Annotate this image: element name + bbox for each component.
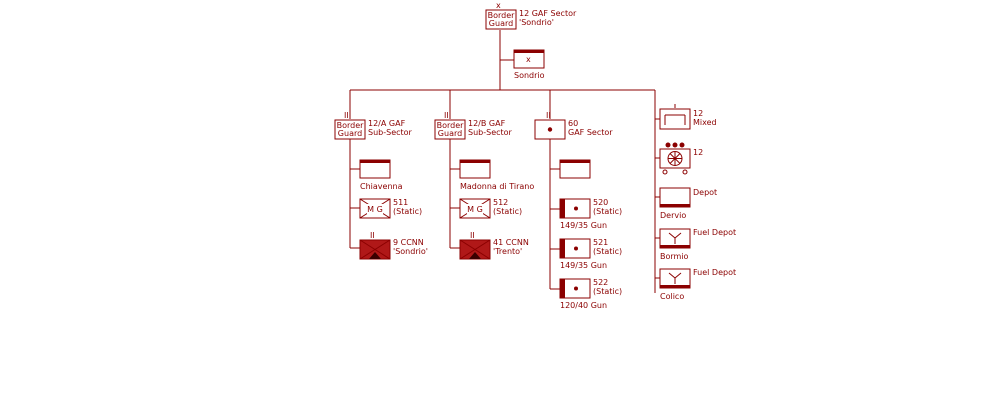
support-3-label-2: Dervio: [660, 211, 686, 220]
sub-sector-a-label-2: Sub-Sector: [368, 128, 413, 137]
sub-sector-b-bn-label-2: 'Trento': [493, 247, 522, 256]
artillery-label-2: GAF Sector: [568, 128, 613, 137]
sub-sector-b-symbol-1: Border: [437, 121, 465, 130]
hq-size-mark: x: [496, 1, 501, 10]
artillery-label-1: 60: [568, 119, 578, 128]
artillery-unit-3-label-1: 522: [593, 278, 608, 287]
support-2-label-1: 12: [693, 148, 703, 157]
artillery-unit-1-label-3: 149/35 Gun: [560, 221, 607, 230]
artillery-unit-3-label-3: 120/40 Gun: [560, 301, 607, 310]
sub-sector-b-size-mark: III: [444, 111, 451, 120]
sub-sector-a-symbol-1: Border: [337, 121, 365, 130]
sub-sector-b-bn-size-mark: II: [470, 231, 475, 240]
sub-sector-a-bn-label-1: 9 CCNN: [393, 238, 424, 247]
hq-sub-label: Sondrio: [514, 71, 545, 80]
artillery-unit-1-label-2: (Static): [593, 207, 622, 216]
support-1-label-1: 12: [693, 109, 703, 118]
sub-sector-a-mg-symbol: M G: [367, 205, 383, 214]
artillery-size-mark: II: [546, 111, 551, 120]
sub-sector-a-bn-size-mark: II: [370, 231, 375, 240]
sub-sector-b-mg-symbol: M G: [467, 205, 483, 214]
hq-sub-unit: x Sondrio: [513, 49, 545, 80]
sub-sector-b-mg-label-2: (Static): [493, 207, 522, 216]
support-4-label-2: Bormio: [660, 252, 689, 261]
sub-sector-b-symbol-2: Guard: [438, 129, 462, 138]
sub-sector-a-bn-label-2: 'Sondrio': [393, 247, 428, 256]
support-1-label-2: Mixed: [693, 118, 717, 127]
support-units: 12 Mixed 12 Depot Dervio Fuel Depot Borm…: [659, 104, 736, 301]
hq-unit: x Border Guard 12 GAF Sector 'Sondrio': [485, 1, 577, 30]
hq-label-2: 'Sondrio': [519, 18, 554, 27]
sub-sector-a-mg-label-1: 511: [393, 198, 408, 207]
sub-sector-b-bn-label-1: 41 CCNN: [493, 238, 529, 247]
sub-sector-b-label-1: 12/B GAF: [468, 119, 506, 128]
artillery-sector: II 60 GAF Sector 520 (Static) 149/35 Gun…: [534, 111, 622, 310]
sub-sector-a-top-label: Chiavenna: [360, 182, 403, 191]
sub-sector-b-label-2: Sub-Sector: [468, 128, 513, 137]
support-5-label-2: Colico: [660, 292, 684, 301]
sub-sector-b-mg-label-1: 512: [493, 198, 508, 207]
sub-sector-a-size-mark: III: [344, 111, 351, 120]
connector-lines: [349, 30, 660, 293]
sub-sector-a-mg-label-2: (Static): [393, 207, 422, 216]
support-4-label-1: Fuel Depot: [693, 228, 736, 237]
hq-label-1: 12 GAF Sector: [519, 9, 577, 18]
artillery-unit-2-label-3: 149/35 Gun: [560, 261, 607, 270]
support-5-label-1: Fuel Depot: [693, 268, 736, 277]
hq-symbol-text-1: Border: [488, 11, 516, 20]
artillery-unit-1-label-1: 520: [593, 198, 608, 207]
hq-symbol-text-2: Guard: [489, 19, 513, 28]
artillery-unit-3-label-2: (Static): [593, 287, 622, 296]
artillery-unit-2-label-2: (Static): [593, 247, 622, 256]
hq-sub-size-mark: x: [526, 55, 531, 64]
sub-sector-b: III Border Guard 12/B GAF Sub-Sector Mad…: [434, 111, 534, 260]
support-3-label-1: Depot: [693, 188, 717, 197]
sub-sector-a-symbol-2: Guard: [338, 129, 362, 138]
sub-sector-a-label-1: 12/A GAF: [368, 119, 406, 128]
artillery-unit-2-label-1: 521: [593, 238, 608, 247]
sub-sector-a: III Border Guard 12/A GAF Sub-Sector Chi…: [334, 111, 428, 260]
sub-sector-b-top-label: Madonna di Tirano: [460, 182, 534, 191]
